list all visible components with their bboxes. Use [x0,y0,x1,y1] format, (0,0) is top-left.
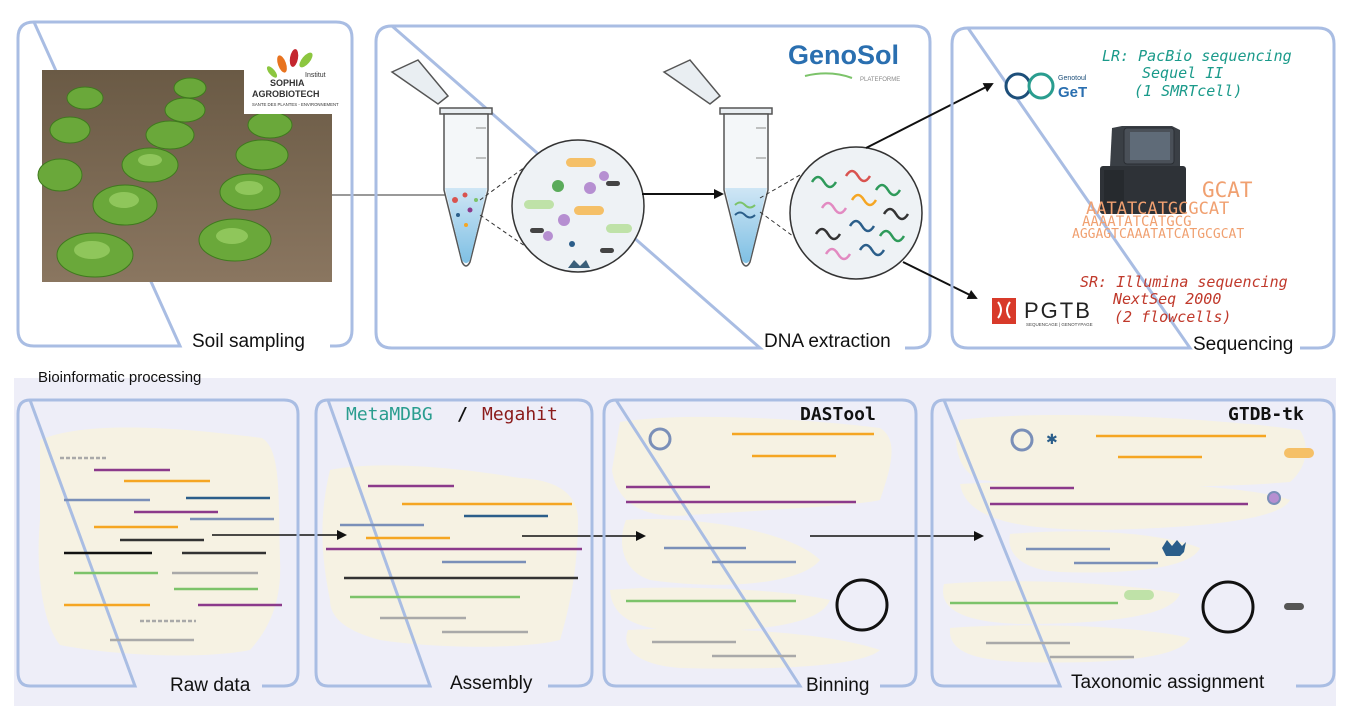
logo-sophia-text: SOPHIA [270,78,305,88]
plasmid-icon [1010,428,1034,452]
dna-seq-3: AGGAGTCAAATATCATGCGCAT [1072,227,1244,242]
dastool-tool: DASTool [800,404,876,425]
sophia-agrobiotech-logo: Institut SOPHIA AGROBIOTECH SANTE DES PL… [244,46,339,114]
tube-soil-sample [390,59,493,267]
get-genotoul-logo: Genotoul GeT [1004,72,1087,101]
bacterium-green-icon [1124,590,1154,600]
lr-line3: (1 SMRTcell) [1134,82,1242,100]
tool-separator: / [457,404,468,425]
bacillus-icon [1284,448,1314,458]
virus-icon: ✱ [1046,431,1058,447]
soil-sampling-panel: Soil sampling [16,20,354,352]
get-small-text: Genotoul [1058,75,1087,82]
sr-line1: SR: Illumina sequencing [1080,273,1288,291]
pgtb-sub: SEQUENCAGE | GENOTYPAGE [1026,322,1093,327]
dna-seq-1: AATATCATGCGCAT [1086,199,1229,219]
get-name-text: GeT [1058,84,1087,101]
assembly-label: Assembly [450,673,533,694]
genome-circle-icon [835,578,889,632]
tube-extracted-dna [662,59,773,267]
gtdbtk-tool: GTDB-tk [1228,404,1304,425]
dna-extraction-panel: DNA extraction GenoSol PLATEFORME [374,24,932,352]
taxonomic-assignment-panel: Taxonomic assignment GTDB-tk ✱ [930,398,1336,693]
logo-agrobiotech-text: AGROBIOTECH [252,89,320,99]
soil-sampling-label: Soil sampling [192,331,305,352]
genosol-sub: PLATEFORME [860,77,900,83]
bioinformatic-processing-label: Bioinformatic processing [38,369,201,386]
raw-data-label: Raw data [170,675,251,696]
binning-label: Binning [806,675,869,696]
genosol-logo: GenoSol PLATEFORME [788,40,900,83]
sequencer-machine-icon [1100,126,1186,214]
sr-line2: NextSeq 2000 [1112,290,1221,308]
dna-sequence-text: GCAT AATATCATGCGCAT AAAATATCATGCG AGGAGT… [1072,178,1253,242]
archaea-icon [1162,540,1186,556]
lr-line2: Sequel II [1142,64,1223,82]
pgtb-name: PGTB [1024,298,1092,323]
logo-institut-text: Institut [305,72,326,79]
logo-tagline-text: SANTE DES PLANTES - ENVIRONNEMENT [252,102,339,107]
dna-extraction-label: DNA extraction [764,331,891,352]
arrow-to-illumina [902,261,978,299]
dna-seq-0: GCAT [1202,178,1253,202]
genosol-name: GenoSol [788,40,899,70]
coccus-icon [1267,491,1281,505]
genome-circle-icon [1201,580,1255,634]
content-blobs [38,415,1306,669]
arrow-to-pacbio [865,83,994,149]
metamdbg-tool: MetaMDBG [346,404,433,425]
dna-seq-2: AAAATATCATGCG [1082,214,1192,230]
lr-line1: LR: PacBio sequencing [1102,47,1292,65]
assembly-panel: Assembly MetaMDBG / Megahit [314,398,594,694]
sequencing-label: Sequencing [1193,334,1293,355]
plasmid-icon [648,427,672,451]
sr-line3: (2 flowcells) [1114,308,1231,326]
binning-panel: Binning DASTool [602,398,918,696]
pgtb-logo: PGTB SEQUENCAGE | GENOTYPAGE [992,298,1093,327]
microbes-zoom-circle [511,139,645,273]
flagellated-bacterium-icon [1284,603,1304,610]
sequencing-panel: Sequencing Genotoul GeT LR: PacBio seque… [950,26,1336,355]
taxonomic-assignment-label: Taxonomic assignment [1071,672,1265,693]
raw-data-panel: Raw data [16,398,300,696]
megahit-tool: Megahit [482,404,558,425]
dna-zoom-circle [789,146,923,280]
